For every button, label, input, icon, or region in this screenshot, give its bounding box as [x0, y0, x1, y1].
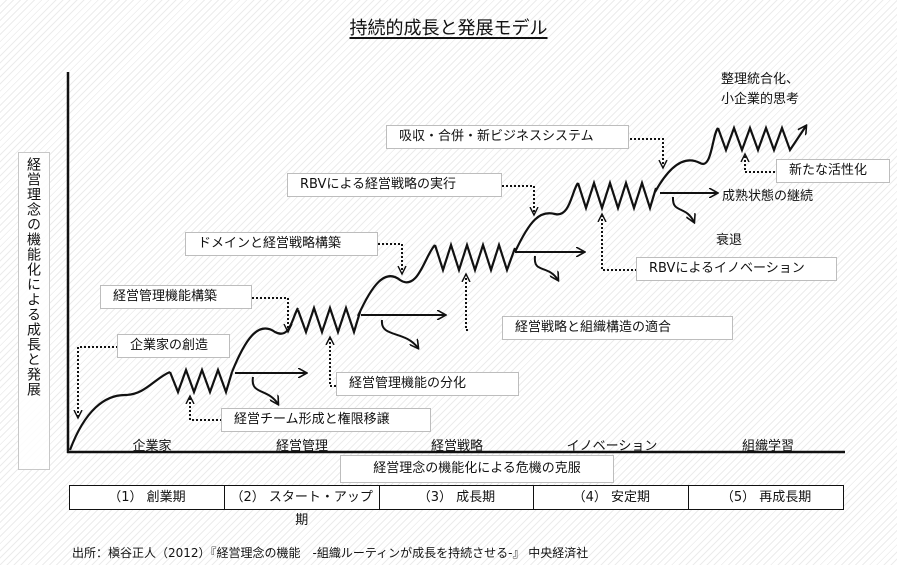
- branch-arrows: [235, 193, 717, 404]
- callout-entrepreneur-creation: 企業家の創造: [117, 334, 230, 358]
- x-category-entrepreneur: 企業家: [132, 439, 172, 454]
- crisis-overcome-label: 経営理念の機能化による危機の克服: [340, 455, 614, 483]
- phase-growth: （3） 成長期: [380, 486, 535, 509]
- callout-mgmt-function-building: 経営管理機能構築: [100, 285, 252, 309]
- x-category-management: 経営管理: [275, 439, 328, 454]
- phase-startup: （2） スタート・アップ期: [225, 486, 380, 528]
- diagram-title: 持続的成長と発展モデル: [349, 18, 548, 39]
- callout-mna-new-business: 吸収・合併・新ビジネスシステム: [386, 125, 629, 149]
- dotted-connectors: [78, 138, 775, 421]
- label-decline: 衰退: [716, 233, 743, 248]
- callout-new-activation: 新たな活性化: [776, 159, 890, 183]
- y-axis-label: 経営理念の機能化による成長と発展: [18, 152, 50, 470]
- callout-team-formation: 経営チーム形成と権限移譲: [221, 408, 431, 432]
- phase-founding: （1） 創業期: [70, 486, 225, 509]
- x-category-strategy: 経営戦略: [430, 439, 483, 454]
- source-citation: 出所：槇谷正人（2012）『経営理念の機能 -組織ルーティンが成長を持続させる-…: [72, 546, 589, 560]
- callout-mgmt-function-division: 経営管理機能の分化: [336, 372, 519, 396]
- phase-bar: （1） 創業期 （2） スタート・アップ期 （3） 成長期 （4） 安定期 （5…: [69, 485, 844, 528]
- callout-rbv-strategy: RBVによる経営戦略の実行: [287, 173, 502, 197]
- label-reorganization-line2: 小企業的思考: [721, 92, 800, 107]
- phase-stable: （4） 安定期: [534, 486, 690, 509]
- growth-curve: [68, 126, 806, 451]
- label-reorganization-line1: 整理統合化、: [721, 72, 800, 87]
- callout-rbv-innovation: RBVによるイノベーション: [636, 257, 837, 281]
- axes: [66, 72, 845, 454]
- x-category-org-learning: 組織学習: [741, 439, 794, 454]
- x-category-innovation: イノベーション: [566, 439, 658, 454]
- label-maturity: 成熟状態の継続: [722, 189, 814, 204]
- callout-strategy-structure-fit: 経営戦略と組織構造の適合: [502, 316, 733, 340]
- phase-regrowth: （5） 再成長期: [720, 490, 812, 505]
- callout-domain-strategy: ドメインと経営戦略構築: [185, 232, 378, 256]
